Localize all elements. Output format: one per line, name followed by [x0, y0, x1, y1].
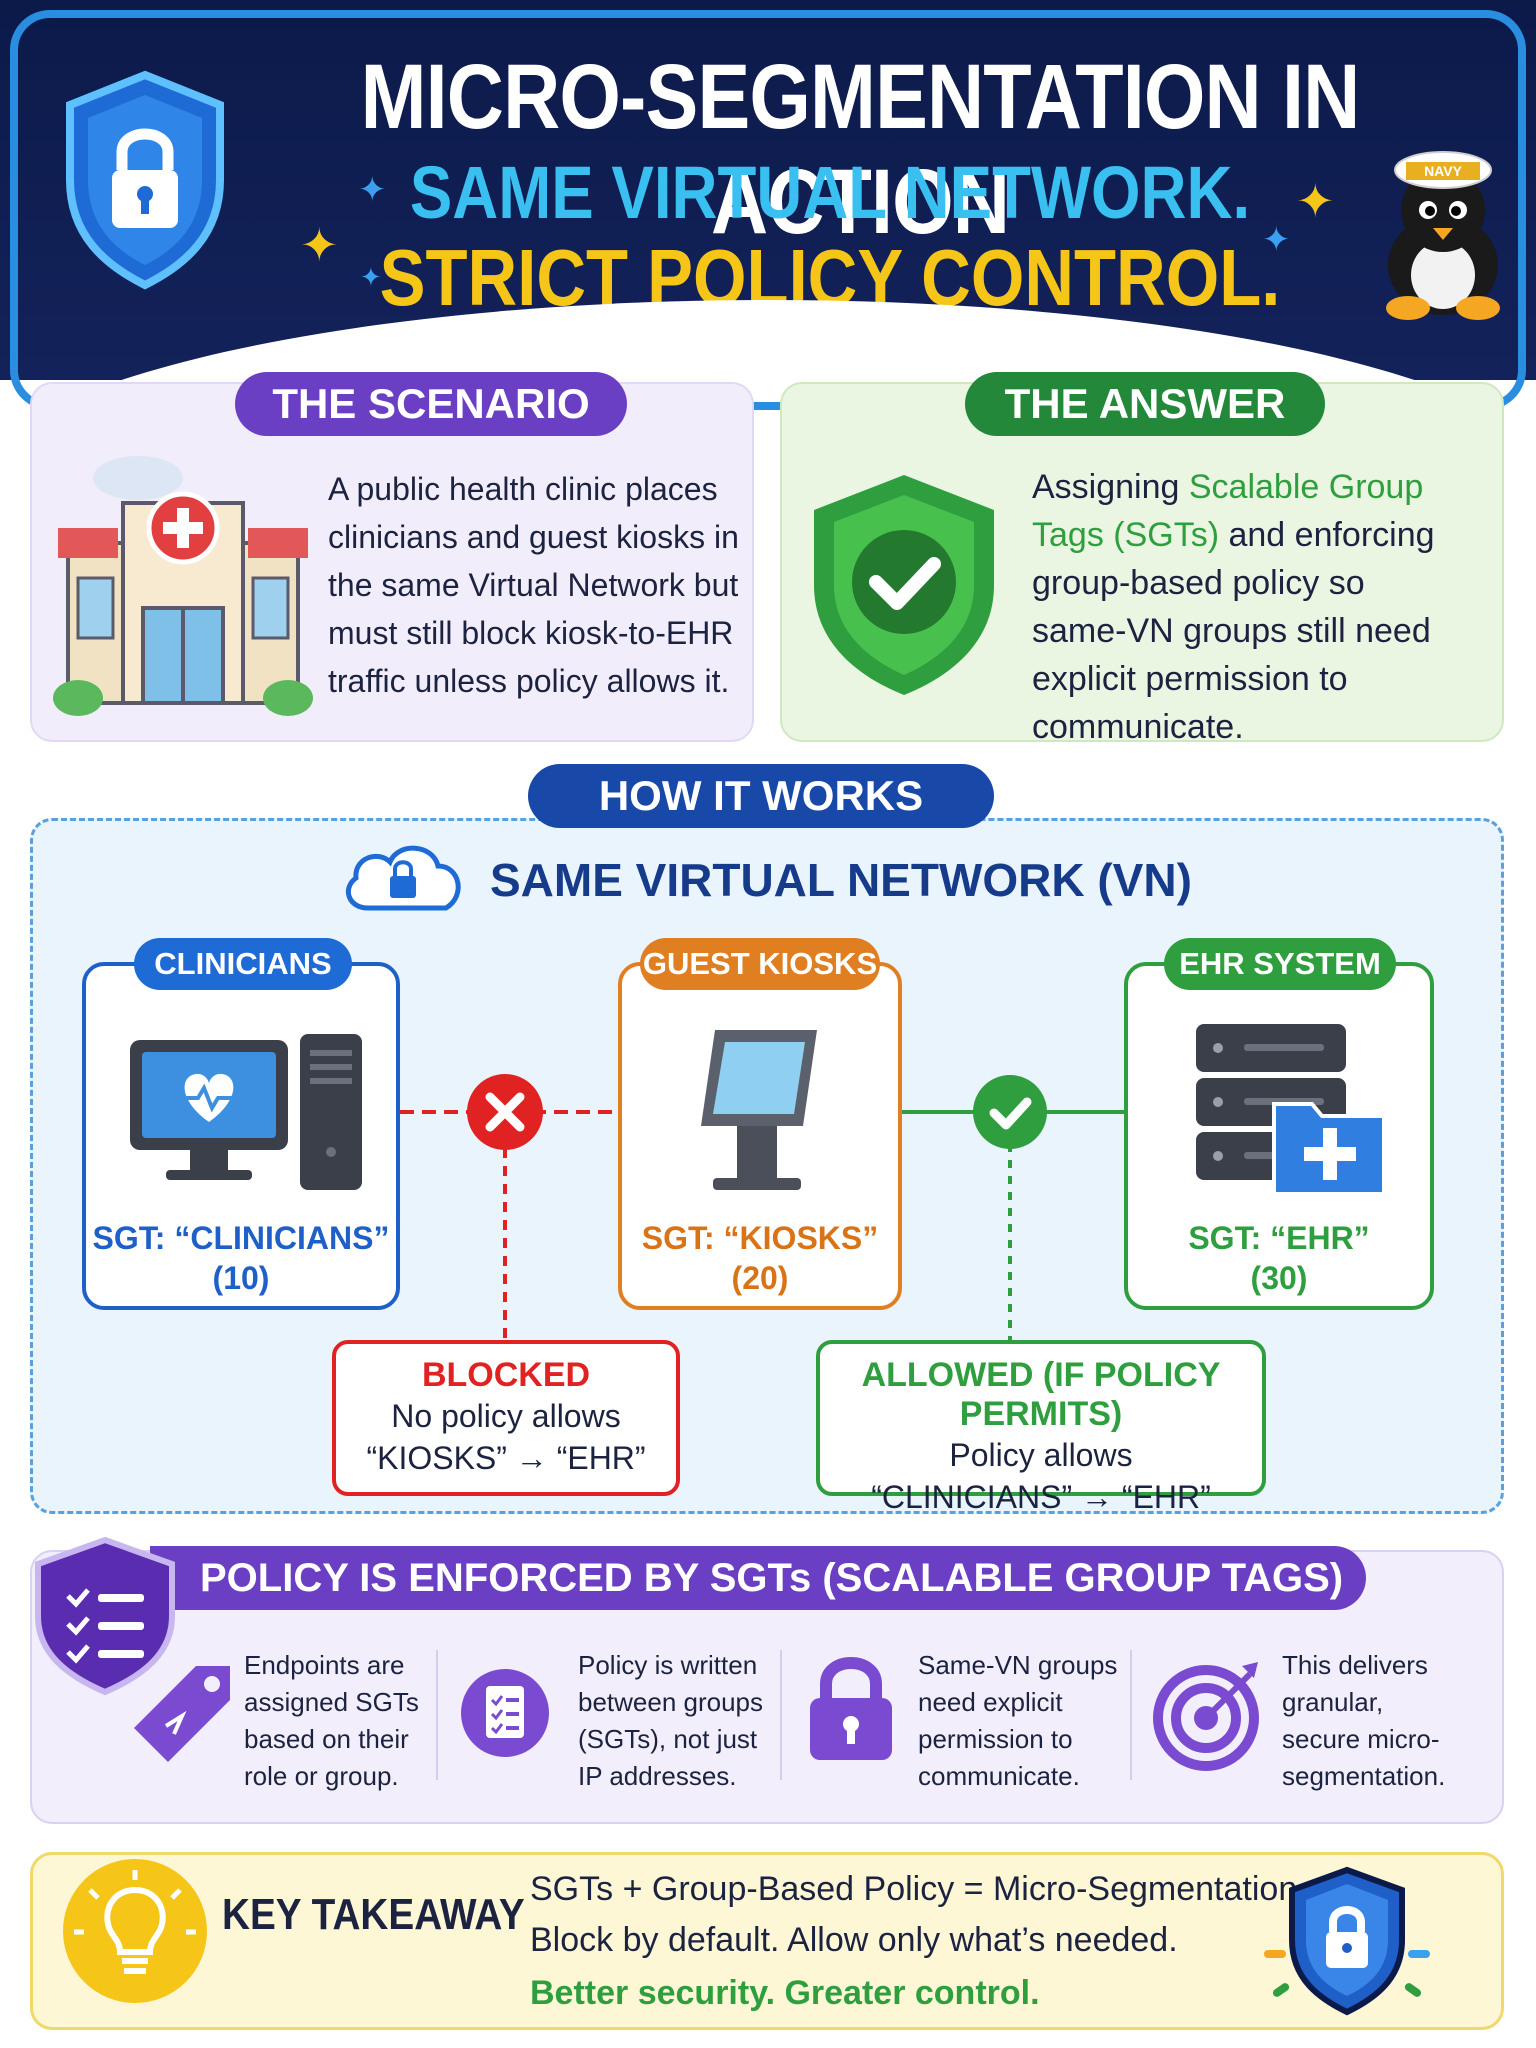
answer-line: explicit permission to [1032, 660, 1348, 698]
answer-line: same-VN groups still need [1032, 612, 1431, 650]
answer-line: communicate. [1032, 708, 1244, 746]
answer-highlight: Scalable Group [1188, 468, 1424, 506]
ehr-tag: EHR SYSTEM [1164, 938, 1396, 990]
sparkle-icon: ✦ [1262, 221, 1291, 259]
policy-item-line: communicate. [918, 1761, 1080, 1791]
policy-item-line: IP addresses. [578, 1761, 737, 1791]
policy-heading: POLICY IS ENFORCED BY SGTs (SCALABLE GRO… [150, 1546, 1366, 1610]
policy-divider [1130, 1650, 1132, 1780]
answer-heading: THE ANSWER [965, 372, 1325, 436]
vn-title: SAME VIRTUAL NETWORK (VN) [490, 854, 1192, 906]
document-checklist-icon [461, 1669, 549, 1757]
tag-icon [134, 1666, 230, 1762]
policy-item-line: based on their [244, 1724, 409, 1754]
allowed-result-box: ALLOWED (IF POLICY PERMITS) Policy allow… [816, 1340, 1266, 1515]
sparkle-icon: ✦ [300, 219, 339, 271]
target-icon [1153, 1662, 1259, 1771]
policy-item-3: Same-VN groups need explicit permission … [918, 1647, 1117, 1795]
policy-divider [780, 1650, 782, 1780]
blocked-line: No policy allows [391, 1398, 621, 1434]
policy-item-1: Endpoints are assigned SGTs based on the… [244, 1647, 419, 1795]
blocked-x-icon [467, 1074, 543, 1150]
takeaway-line2: Block by default. Allow only what’s need… [530, 1921, 1178, 1959]
clinicians-sgt: SGT: “CLINICIANS” (10) [82, 1218, 400, 1298]
answer-text-span: and enforcing [1219, 516, 1435, 554]
policy-item-line: permission to [918, 1724, 1073, 1754]
scenario-heading: THE SCENARIO [235, 372, 627, 436]
policy-item-line: between groups [578, 1687, 764, 1717]
answer-text: Assigning Scalable Group Tags (SGTs) and… [1032, 463, 1435, 751]
policy-item-line: granular, [1282, 1687, 1384, 1717]
scenario-line: must still block kiosk-to-EHR [328, 615, 734, 651]
scenario-line: traffic unless policy allows it. [328, 663, 730, 699]
kiosks-sgt: SGT: “KIOSKS” (20) [618, 1218, 902, 1298]
how-it-works-heading: HOW IT WORKS [528, 764, 994, 828]
answer-line: group-based policy so [1032, 564, 1365, 602]
blocked-line: “KIOSKS” → “EHR” [366, 1440, 646, 1476]
allowed-heading: ALLOWED (IF POLICY PERMITS) [861, 1356, 1221, 1433]
sparkle-icon: ✦ [358, 171, 387, 209]
padlock-icon [810, 1657, 892, 1760]
policy-divider [436, 1650, 438, 1780]
policy-item-line: role or group. [244, 1761, 399, 1791]
takeaway-line1: SGTs + Group-Based Policy = Micro-Segmen… [530, 1870, 1298, 1908]
policy-item-line: secure micro- [1282, 1724, 1440, 1754]
ehr-sgt: SGT: “EHR” (30) [1124, 1218, 1434, 1298]
scenario-line: the same Virtual Network but [328, 567, 739, 603]
answer-highlight: Tags (SGTs) [1032, 516, 1220, 554]
scenario-text: A public health clinic places clinicians… [328, 465, 739, 705]
mascot-cap-text: NAVY [1424, 163, 1463, 179]
answer-text-span: Assigning [1032, 468, 1189, 506]
takeaway-panel [30, 1852, 1504, 2030]
server-medical-folder-icon [1196, 1024, 1386, 1196]
kiosk-icon [701, 1030, 817, 1190]
scenario-line: clinicians and guest kiosks in [328, 519, 739, 555]
policy-item-line: need explicit [918, 1687, 1063, 1717]
policy-item-line: Same-VN groups [918, 1650, 1118, 1680]
allowed-line: “CLINICIANS” → “EHR” [871, 1479, 1211, 1515]
policy-item-line: This delivers [1282, 1650, 1428, 1680]
policy-item-line: (SGTs), not just [578, 1724, 758, 1754]
kiosks-tag: GUEST KIOSKS [640, 938, 880, 990]
sgt-id: (20) [731, 1260, 789, 1296]
policy-item-line: segmentation. [1282, 1761, 1446, 1791]
computer-heart-icon [130, 1034, 362, 1190]
allowed-line: Policy allows [949, 1437, 1133, 1473]
clinicians-tag: CLINICIANS [134, 938, 352, 990]
policy-item-line: Endpoints are [244, 1650, 405, 1680]
policy-item-line: assigned SGTs [244, 1687, 419, 1717]
shield-lock-icon [1264, 1866, 1430, 2016]
sgt-label: SGT: “CLINICIANS” [92, 1220, 390, 1256]
subtitle-line1: SAME VIRTUAL NETWORK. [409, 151, 1251, 234]
blocked-result-box: BLOCKED No policy allows “KIOSKS” → “EHR… [332, 1340, 680, 1496]
sgt-id: (10) [212, 1260, 270, 1296]
cloud-lock-icon [345, 845, 461, 911]
scenario-line: A public health clinic places [328, 471, 718, 507]
sgt-label: SGT: “KIOSKS” [641, 1220, 879, 1256]
page-title: MICRO-SEGMENTATION IN ACTION [360, 46, 1361, 253]
allowed-check-icon [973, 1075, 1047, 1149]
header-banner: MICRO-SEGMENTATION IN ACTION SAME VIRTUA… [0, 0, 1536, 380]
policy-item-line: Policy is written [578, 1650, 758, 1680]
takeaway-line3: Better security. Greater control. [530, 1974, 1040, 2012]
lightbulb-icon [63, 1859, 207, 2003]
sparkle-icon: ✦ [1296, 175, 1335, 227]
sgt-label: SGT: “EHR” [1188, 1220, 1370, 1256]
checklist-shield-icon [35, 1536, 175, 1696]
answer-line: Assigning Scalable Group [1032, 463, 1435, 511]
sparkle-icon: ✦ [360, 262, 382, 292]
takeaway-heading: KEY TAKEAWAY [222, 1890, 525, 1939]
header-frame [10, 10, 1526, 410]
blocked-heading: BLOCKED [421, 1356, 591, 1394]
answer-line: Tags (SGTs) and enforcing [1032, 511, 1435, 559]
shield-check-icon [814, 475, 994, 695]
sgt-id: (30) [1250, 1260, 1308, 1296]
shield-lock-icon [66, 70, 224, 290]
policy-item-2: Policy is written between groups (SGTs),… [578, 1647, 763, 1795]
mascot-icon: NAVY [1386, 151, 1500, 320]
policy-item-4: This delivers granular, secure micro- se… [1282, 1647, 1445, 1795]
clinic-building-icon [53, 456, 313, 716]
